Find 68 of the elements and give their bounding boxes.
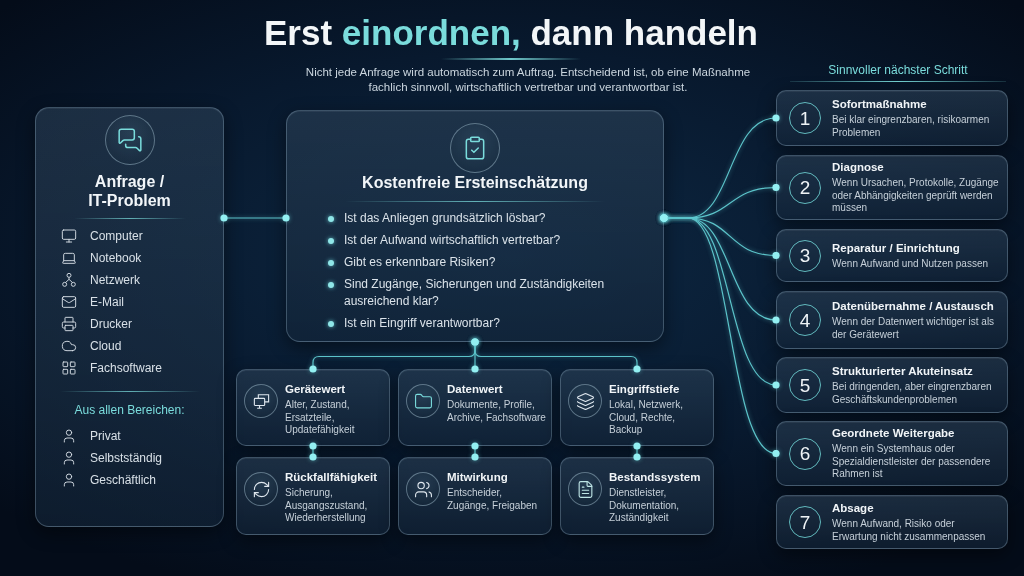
panel-title: Anfrage / IT-Problem bbox=[87, 172, 172, 210]
option-card bbox=[776, 291, 1008, 349]
option-title: Diagnose bbox=[832, 160, 885, 176]
assessment-panel bbox=[286, 110, 664, 342]
card-title: Rückfallfähigkeit bbox=[285, 470, 379, 485]
card-title: Bestandssystem bbox=[609, 470, 702, 485]
connector-line bbox=[471, 442, 479, 461]
criterion-card bbox=[398, 369, 552, 446]
title: Erst einordnen, dann handeln bbox=[264, 12, 758, 54]
criterion-card bbox=[236, 369, 390, 446]
category-label: Fachsoftware bbox=[90, 360, 163, 376]
question-text: Ist ein Eingriff verantwortbar? bbox=[344, 315, 500, 332]
group-heading: Aus allen Bereichen: bbox=[73, 402, 186, 418]
category-label: Cloud bbox=[90, 338, 122, 354]
subtitle: Nicht jede Anfrage wird automatisch zum Auftrag. Entscheidend ist, ob eine Maßnahme fachlich sinnvoll, wirtschaftlich vertretbar und verantwortbar ist. bbox=[304, 65, 752, 95]
card-description: Dokumente, Profile, Archive, Fachsoftware bbox=[447, 399, 546, 424]
card-title: Eingriffstiefe bbox=[609, 382, 681, 397]
option-card bbox=[776, 229, 1008, 282]
client-type-label: Privat bbox=[90, 428, 121, 444]
option-description: Wenn Aufwand, Risiko oder Erwartung nicht zusammenpassen bbox=[832, 518, 987, 543]
option-description: Bei klar eingrenzbaren, risikoarmen Problemen bbox=[832, 114, 991, 139]
connector-line bbox=[471, 338, 641, 373]
criterion-card bbox=[560, 369, 714, 446]
option-title: Sofortmaßnahme bbox=[832, 97, 928, 112]
card-description: Sicherung, Ausgangszustand, Wiederherstellung bbox=[285, 487, 369, 525]
card-title: Mitwirkung bbox=[447, 470, 509, 485]
option-description: Wenn ein Systemhaus oder Spezialdienstleister der passendere Rahmen ist bbox=[832, 443, 992, 481]
question-text: Sind Zugänge, Sicherungen und Zuständigkeiten ausreichend klar? bbox=[344, 276, 606, 310]
category-label: Notebook bbox=[90, 250, 142, 266]
client-type-label: Selbstständig bbox=[90, 450, 163, 466]
option-card bbox=[776, 90, 1008, 146]
option-description: Wenn der Datenwert wichtiger ist als der Gerätewert bbox=[832, 316, 996, 341]
option-description: Bei dringenden, aber eingrenzbaren Geschäftskundenproblemen bbox=[832, 381, 993, 406]
option-title: Reparatur / Einrichtung bbox=[832, 240, 961, 256]
option-description: Wenn Ursachen, Protokolle, Zugänge oder Abhängigkeiten geprüft werden müssen bbox=[832, 177, 1000, 215]
criterion-card bbox=[236, 457, 390, 535]
option-card bbox=[776, 357, 1008, 413]
question-text: Ist der Aufwand wirtschaftlich vertretbar? bbox=[344, 232, 561, 249]
criterion-card bbox=[560, 457, 714, 535]
panel-title: Kostenfreie Ersteinschätzung bbox=[362, 173, 588, 193]
option-title: Strukturierter Akuteinsatz bbox=[832, 364, 974, 379]
category-label: Drucker bbox=[90, 316, 132, 332]
option-title: Absage bbox=[832, 501, 875, 516]
option-card bbox=[776, 421, 1008, 486]
question-text: Ist das Anliegen grundsätzlich lösbar? bbox=[344, 210, 546, 227]
card-description: Dienstleister, Dokumentation, Zuständigkeit bbox=[609, 487, 681, 525]
connector-line bbox=[220, 214, 290, 222]
connector-line bbox=[633, 442, 641, 461]
connector-line bbox=[660, 214, 780, 458]
option-card bbox=[776, 155, 1008, 220]
card-title: Datenwert bbox=[447, 382, 504, 397]
category-label: E-Mail bbox=[90, 294, 124, 310]
card-title: Gerätewert bbox=[285, 382, 347, 397]
question-text: Gibt es erkennbare Risiken? bbox=[344, 254, 496, 271]
connector-line bbox=[309, 442, 317, 461]
criterion-card bbox=[398, 457, 552, 535]
category-label: Computer bbox=[90, 228, 143, 244]
card-description: Alter, Zustand, Ersatzteile, Updatefähigkeit bbox=[285, 399, 356, 437]
option-title: Datenübernahme / Austausch bbox=[832, 299, 995, 314]
card-description: Entscheider, Zugänge, Freigaben bbox=[447, 487, 539, 512]
category-label: Netzwerk bbox=[90, 272, 140, 288]
option-card bbox=[776, 495, 1008, 549]
option-description: Wenn Aufwand und Nutzen passen bbox=[832, 257, 989, 271]
card-description: Lokal, Netzwerk, Cloud, Rechte, Backup bbox=[609, 399, 684, 437]
column-heading: Sinnvoller nächster Schritt bbox=[828, 63, 968, 78]
input-panel bbox=[35, 107, 224, 527]
option-title: Geordnete Weitergabe bbox=[832, 426, 956, 442]
client-type-label: Geschäftlich bbox=[90, 472, 157, 488]
